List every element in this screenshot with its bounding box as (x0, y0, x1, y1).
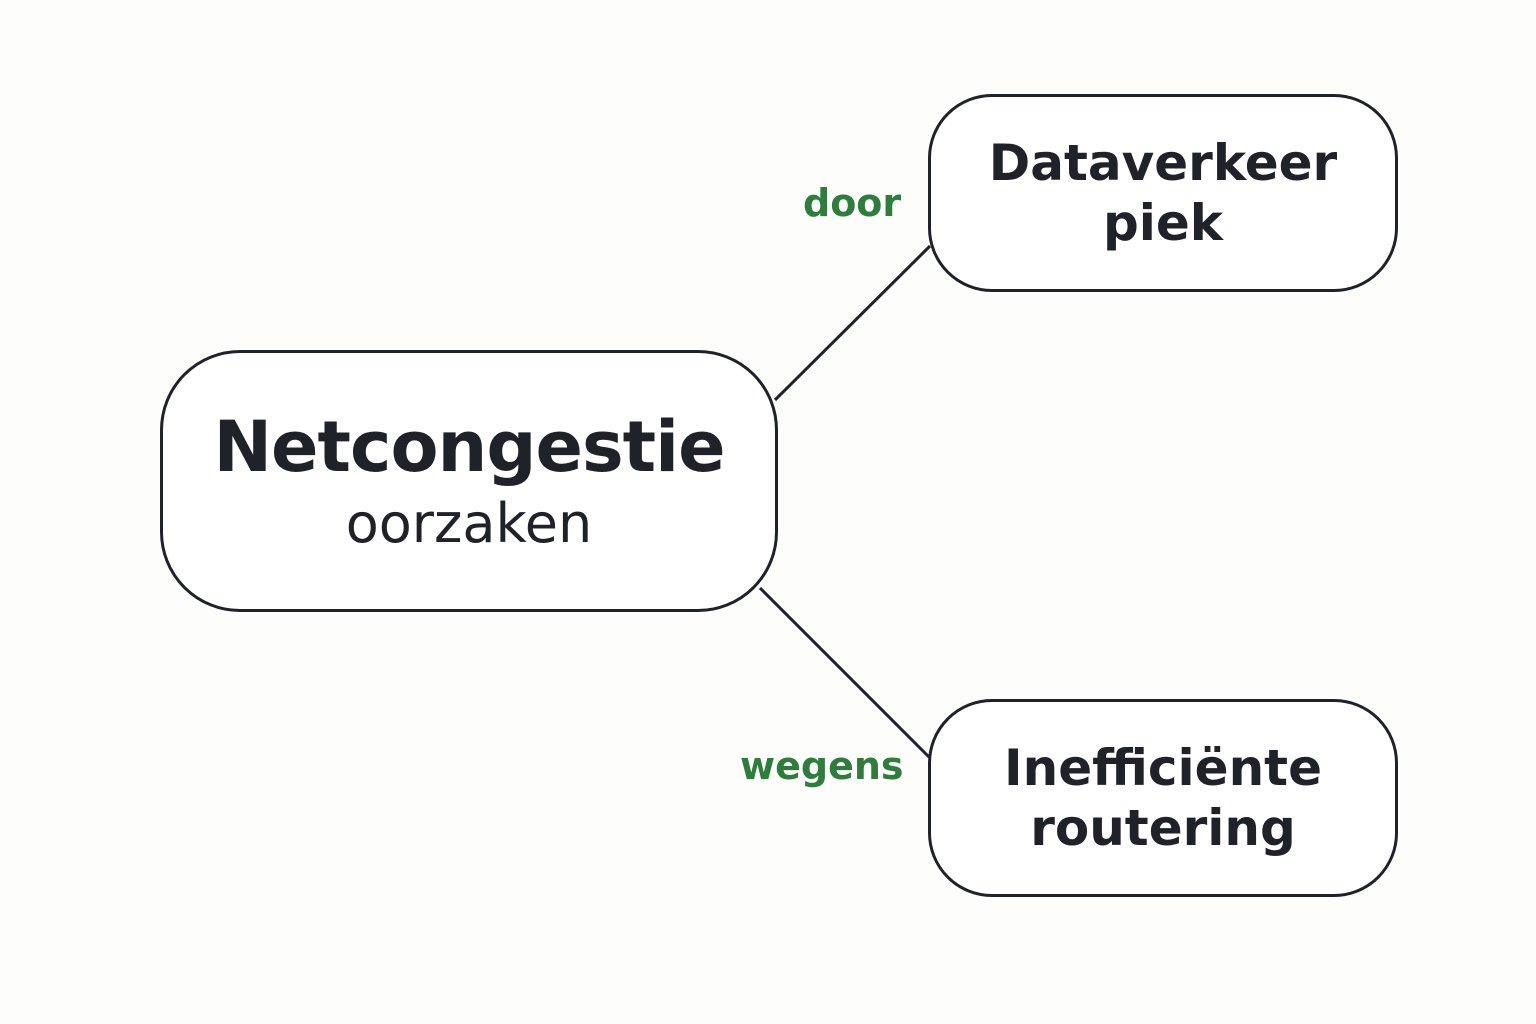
cause-node-inefficient-routing: Inefficiënte routering (928, 699, 1398, 897)
cause-node-traffic-peak-line2: piek (1102, 194, 1224, 252)
main-node-subtitle: oorzaken (345, 492, 593, 555)
cause-node-inefficient-routing-line1: Inefficiënte (1004, 739, 1322, 797)
cause-node-traffic-peak-line1: Dataverkeer (988, 134, 1338, 192)
connector-main-to-top (773, 244, 932, 402)
edge-label-door: door (803, 181, 902, 225)
connector-main-to-bottom (758, 586, 931, 759)
edge-label-wegens: wegens (740, 744, 904, 788)
main-node-title: Netcongestie (213, 406, 725, 488)
cause-node-traffic-peak: Dataverkeer piek (928, 94, 1398, 292)
cause-node-inefficient-routing-line2: routering (1030, 799, 1296, 857)
main-node: Netcongestie oorzaken (160, 350, 778, 612)
